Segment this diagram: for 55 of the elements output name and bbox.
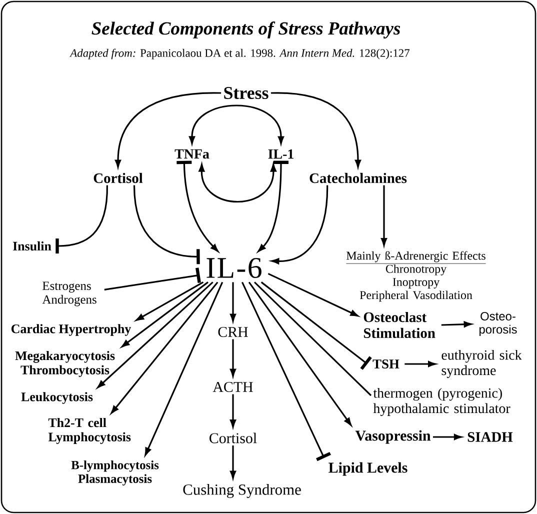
arrow bbox=[136, 282, 204, 321]
node-label: Cortisol bbox=[210, 432, 257, 444]
double-arrow bbox=[198, 164, 276, 202]
arrow bbox=[230, 394, 236, 428]
node-label: Vasopressin bbox=[355, 430, 431, 444]
arrow bbox=[248, 282, 352, 426]
arrow bbox=[110, 282, 218, 414]
node-label: Stress bbox=[224, 86, 268, 100]
node-label: Cardiac Hypertrophy bbox=[12, 324, 132, 336]
double-arrow bbox=[189, 104, 284, 144]
connector-line bbox=[254, 282, 372, 396]
node-label: Osteo- porosis bbox=[480, 312, 517, 336]
node-label: Osteoclast Stimulation bbox=[364, 312, 436, 338]
effects-list: Mainly ß-Adrenergic Effects Chronotropy Inoptropy Peripheral Vasodilation bbox=[346, 251, 486, 302]
arrow bbox=[176, 160, 218, 252]
arrow bbox=[270, 92, 362, 168]
title: Selected Components of Stress Pathways bbox=[92, 22, 400, 38]
node-label: B-lymphocytosis Plasmacytosis bbox=[71, 460, 159, 486]
arrow bbox=[144, 282, 224, 456]
inhibition-line bbox=[260, 282, 372, 370]
arrow bbox=[271, 185, 328, 264]
node-label: Catecholamines bbox=[310, 172, 407, 184]
node-label: SIADH bbox=[468, 432, 513, 442]
caption: Adapted from: Papanicolaou DA et al. 1998. Ann Intern Med. 128(2):127 bbox=[70, 48, 410, 60]
arrow bbox=[230, 339, 236, 377]
arrow bbox=[97, 282, 214, 388]
node-label: Cushing Syndrome bbox=[183, 484, 301, 498]
node-label: Cortisol bbox=[94, 172, 143, 184]
node-label: euthyroid sick syndrome bbox=[442, 350, 522, 378]
arrow bbox=[381, 185, 388, 246]
node-label: Estrogens Androgens bbox=[42, 282, 96, 306]
node-label: Lipid Levels bbox=[328, 462, 408, 476]
arrow bbox=[230, 445, 236, 479]
arrow bbox=[268, 272, 358, 317]
node-label: IL-1 bbox=[268, 149, 294, 159]
node-label: Insulin bbox=[13, 241, 52, 251]
node-label: TNFa bbox=[174, 149, 210, 159]
node-label: TSH bbox=[372, 359, 400, 368]
arrow bbox=[230, 282, 236, 322]
inhibition-line bbox=[56, 185, 108, 254]
node-label: thermogen (pyrogenic) hypothalamic stimulator bbox=[373, 388, 510, 416]
node-label: Megakaryocytosis Thrombocytosis bbox=[15, 350, 115, 377]
node-label: Th2-T cell Lymphocytosis bbox=[48, 418, 131, 444]
inhibition-line bbox=[133, 185, 200, 264]
arrow bbox=[258, 160, 288, 252]
arrow bbox=[433, 434, 462, 440]
node-label: CRH bbox=[218, 326, 248, 337]
node-label: IL-6 bbox=[206, 258, 262, 278]
inhibition-line bbox=[104, 268, 201, 290]
node-label: Leukocytosis bbox=[21, 392, 93, 404]
arrow bbox=[404, 360, 436, 367]
arrow bbox=[115, 92, 222, 168]
arrow bbox=[441, 321, 472, 328]
arrow bbox=[122, 282, 208, 348]
node-label: ACTH bbox=[212, 382, 253, 392]
